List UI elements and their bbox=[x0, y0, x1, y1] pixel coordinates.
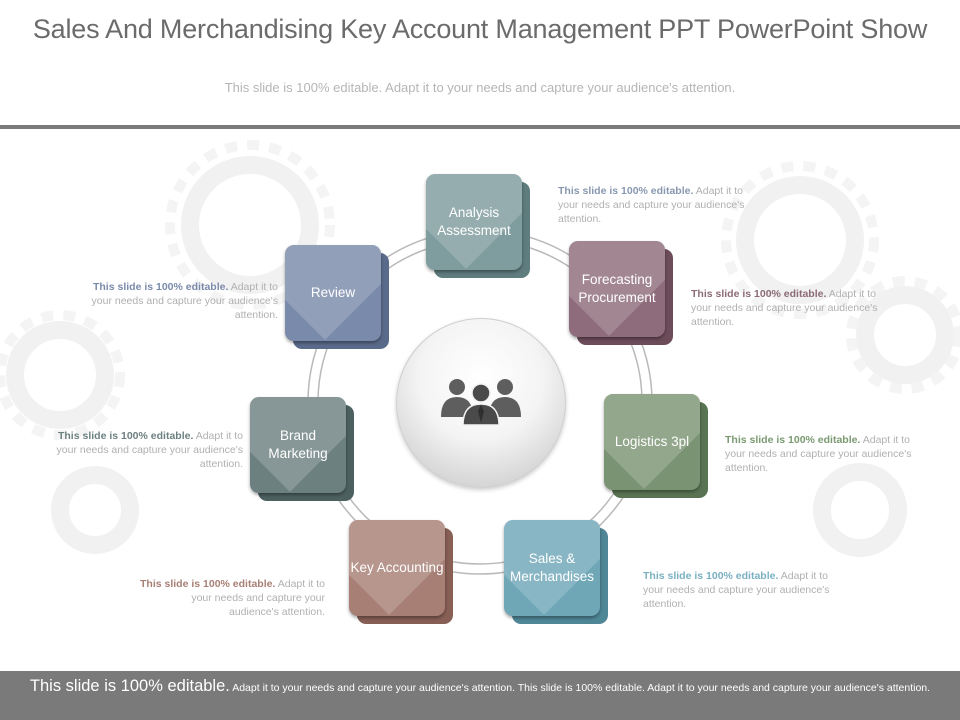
note-highlight: This slide is 100% editable. bbox=[691, 288, 827, 300]
note-body: Adapt it to your needs and capture your … bbox=[558, 185, 745, 225]
gear-watermark-icon bbox=[0, 140, 960, 557]
tile-face bbox=[569, 241, 665, 337]
tile-face bbox=[426, 174, 522, 270]
tile-label: Forecasting Procurement bbox=[578, 272, 656, 305]
note-highlight: This slide is 100% editable. bbox=[57, 430, 194, 442]
note-body: Adapt it to your needs and capture your … bbox=[191, 578, 326, 618]
tile-face bbox=[285, 245, 381, 341]
footer-text: Adapt it to your needs and capture your … bbox=[229, 682, 931, 694]
note-highlight: This slide is 100% editable. bbox=[725, 434, 861, 446]
note-key-accounting: This slide is 100% editable. Adapt it to… bbox=[140, 577, 325, 619]
note-highlight: This slide is 100% editable. bbox=[140, 578, 276, 590]
tile-sales-merchandises: Sales & Merchandises bbox=[504, 520, 608, 624]
tile-key-accounting: Key Accounting bbox=[349, 520, 453, 624]
tile-forecasting-procurement: Forecasting Procurement bbox=[569, 241, 673, 345]
note-body: Adapt it to your needs and capture your … bbox=[56, 430, 243, 470]
slide-subtitle: This slide is 100% editable. Adapt it to… bbox=[224, 80, 736, 95]
tile-face bbox=[604, 394, 700, 490]
tile-brand-marketing: Brand Marketing bbox=[250, 397, 354, 501]
tile-label: Analysis Assessment bbox=[437, 205, 511, 238]
note-body: Adapt it to your needs and capture your … bbox=[725, 434, 912, 474]
note-review: This slide is 100% editable. Adapt it to… bbox=[85, 280, 278, 322]
note-highlight: This slide is 100% editable. bbox=[643, 570, 779, 582]
tile-face bbox=[504, 520, 600, 616]
tile-face bbox=[349, 520, 445, 616]
tile-logistics: Logistics 3pl bbox=[604, 394, 708, 498]
tile-label: Sales & Merchandises bbox=[509, 551, 595, 584]
note-body: Adapt it to your needs and capture your … bbox=[643, 570, 830, 610]
slide-title: Sales And Merchandising Key Account Mana… bbox=[32, 14, 928, 44]
note-logistics: This slide is 100% editable. Adapt it to… bbox=[725, 433, 915, 475]
note-body: Adapt it to your needs and capture your … bbox=[91, 281, 278, 321]
footer-highlight: This slide is 100% editable. bbox=[29, 677, 230, 695]
note-forecasting: This slide is 100% editable. Adapt it to… bbox=[691, 287, 881, 329]
tile-face bbox=[250, 397, 346, 493]
tile-label: Review bbox=[310, 285, 356, 300]
title-divider bbox=[0, 125, 960, 129]
note-highlight: This slide is 100% editable. bbox=[92, 281, 229, 293]
tile-label: Key Accounting bbox=[350, 560, 444, 575]
note-brand-marketing: This slide is 100% editable. Adapt it to… bbox=[50, 429, 243, 471]
tile-review: Review bbox=[285, 245, 389, 349]
footer-bar: This slide is 100% editable. Adapt it to… bbox=[0, 671, 960, 720]
tile-label: Logistics 3pl bbox=[614, 434, 690, 449]
note-sales: This slide is 100% editable. Adapt it to… bbox=[643, 569, 833, 611]
tile-label: Brand Marketing bbox=[268, 428, 328, 461]
team-people-icon bbox=[441, 379, 521, 426]
note-highlight: This slide is 100% editable. bbox=[558, 185, 694, 197]
note-analysis: This slide is 100% editable. Adapt it to… bbox=[558, 184, 748, 226]
note-body: Adapt it to your needs and capture your … bbox=[691, 288, 878, 328]
tile-analysis-assessment: Analysis Assessment bbox=[426, 174, 530, 278]
center-circle bbox=[396, 318, 566, 488]
